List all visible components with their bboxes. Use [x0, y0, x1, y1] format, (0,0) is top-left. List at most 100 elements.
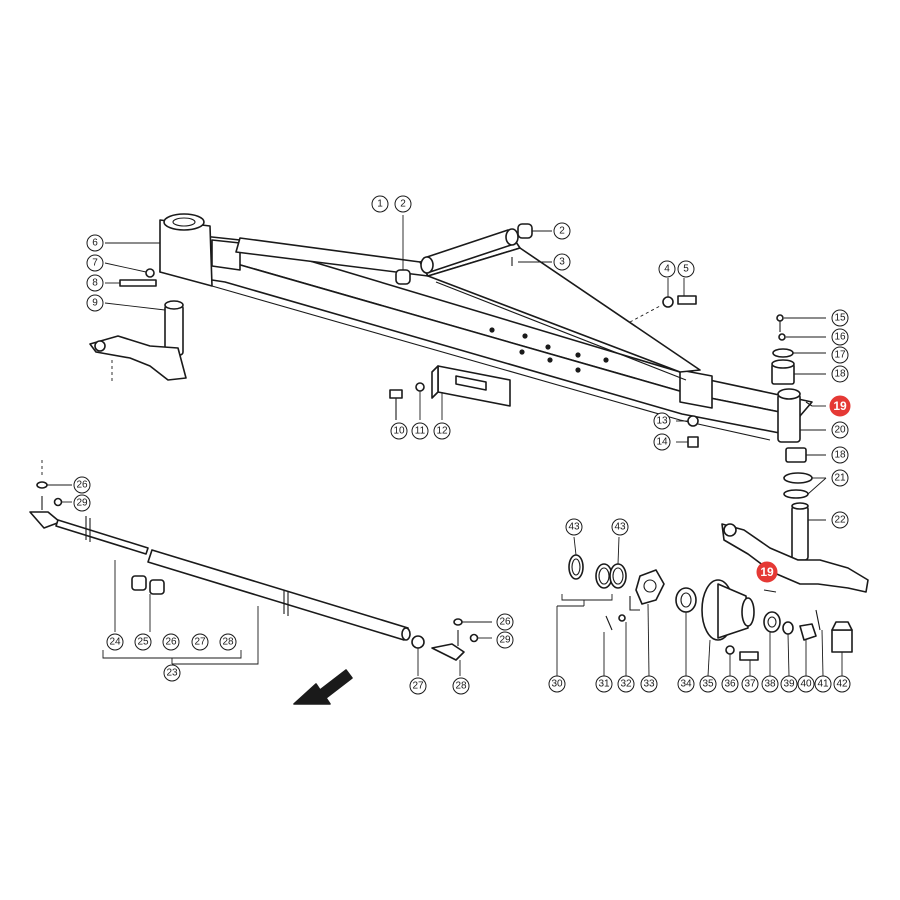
- svg-text:1: 1: [377, 199, 383, 210]
- radius-arm: [235, 228, 701, 381]
- svg-text:41: 41: [817, 679, 829, 690]
- svg-text:23: 23: [166, 668, 178, 679]
- callout-43: 43: [565, 518, 583, 536]
- callout-30: 30: [548, 675, 566, 693]
- svg-text:19: 19: [760, 565, 774, 579]
- callout-2: 2: [553, 222, 571, 240]
- callout-41: 41: [814, 675, 832, 693]
- svg-text:25: 25: [137, 637, 149, 648]
- svg-text:5: 5: [683, 264, 689, 275]
- callout-22: 22: [831, 511, 849, 529]
- svg-text:24: 24: [109, 637, 121, 648]
- callout-18: 18: [831, 446, 849, 464]
- svg-text:27: 27: [412, 681, 424, 692]
- callout-3: 3: [553, 253, 571, 271]
- callout-8: 8: [86, 274, 104, 292]
- svg-text:38: 38: [764, 679, 776, 690]
- svg-text:28: 28: [455, 681, 467, 692]
- svg-text:9: 9: [92, 298, 98, 309]
- svg-text:27: 27: [194, 637, 206, 648]
- bushing-2-right: [517, 223, 552, 239]
- svg-text:17: 17: [834, 350, 846, 361]
- grease-nipple-3: [511, 257, 552, 266]
- svg-text:18: 18: [834, 369, 846, 380]
- callout-33: 33: [640, 675, 658, 693]
- svg-text:36: 36: [724, 679, 736, 690]
- callout-28: 28: [219, 633, 237, 651]
- washer-4-bolt-5: [662, 278, 697, 308]
- callout-29: 29: [73, 494, 91, 512]
- nut-13-bolt-14: [676, 415, 699, 448]
- svg-text:15: 15: [834, 313, 846, 324]
- callout-20: 20: [831, 421, 849, 439]
- callout-18: 18: [831, 365, 849, 383]
- svg-text:8: 8: [92, 278, 98, 289]
- callout-42: 42: [833, 675, 851, 693]
- svg-text:40: 40: [800, 679, 812, 690]
- svg-text:33: 33: [643, 679, 655, 690]
- callout-7: 7: [86, 254, 104, 272]
- callout-31: 31: [595, 675, 613, 693]
- callout-19-highlighted: 19: [756, 561, 778, 583]
- callout-39: 39: [780, 675, 798, 693]
- callout-10: 10: [390, 422, 408, 440]
- left-side-parts: [89, 242, 187, 384]
- svg-text:13: 13: [656, 416, 668, 427]
- callout-26: 26: [73, 476, 91, 494]
- callout-6: 6: [86, 234, 104, 252]
- svg-text:39: 39: [783, 679, 795, 690]
- svg-text:6: 6: [92, 238, 98, 249]
- svg-text:26: 26: [499, 617, 511, 628]
- svg-text:3: 3: [559, 257, 565, 268]
- callout-26: 26: [496, 613, 514, 631]
- svg-text:16: 16: [834, 332, 846, 343]
- svg-text:28: 28: [222, 637, 234, 648]
- svg-text:7: 7: [92, 258, 98, 269]
- svg-text:34: 34: [680, 679, 692, 690]
- svg-text:10: 10: [393, 426, 405, 437]
- callout-5: 5: [677, 260, 695, 278]
- callout-17: 17: [831, 346, 849, 364]
- tie-rod-assembly: [29, 460, 492, 705]
- callout-38: 38: [761, 675, 779, 693]
- hub-assembly: [556, 536, 853, 677]
- callout-43: 43: [611, 518, 629, 536]
- svg-text:43: 43: [614, 522, 626, 533]
- svg-text:4: 4: [664, 264, 670, 275]
- callout-25: 25: [134, 633, 152, 651]
- callout-14: 14: [653, 433, 671, 451]
- svg-text:37: 37: [744, 679, 756, 690]
- svg-text:20: 20: [834, 425, 846, 436]
- callout-34: 34: [677, 675, 695, 693]
- svg-text:26: 26: [76, 480, 88, 491]
- svg-text:43: 43: [568, 522, 580, 533]
- callout-21: 21: [831, 469, 849, 487]
- callout-26: 26: [162, 633, 180, 651]
- callout-27: 27: [409, 677, 427, 695]
- svg-text:18: 18: [834, 450, 846, 461]
- callout-2: 2: [394, 195, 412, 213]
- svg-text:21: 21: [834, 473, 846, 484]
- callout-23: 23: [163, 664, 181, 682]
- callout-12: 12: [433, 422, 451, 440]
- svg-text:11: 11: [415, 426, 426, 437]
- svg-text:2: 2: [559, 226, 565, 237]
- callout-4: 4: [658, 260, 676, 278]
- svg-text:29: 29: [76, 498, 88, 509]
- svg-text:26: 26: [165, 637, 177, 648]
- svg-text:30: 30: [551, 679, 563, 690]
- bolt-10-washer-11: [389, 382, 425, 420]
- callout-1: 1: [371, 195, 389, 213]
- right-kingpin-stack: [721, 314, 869, 593]
- callout-27: 27: [191, 633, 209, 651]
- svg-text:2: 2: [400, 199, 406, 210]
- svg-text:19: 19: [833, 399, 847, 413]
- svg-text:35: 35: [702, 679, 714, 690]
- bushing-2-left: [395, 215, 411, 285]
- mounting-plate-12: [431, 365, 511, 420]
- axle-beam: [159, 213, 813, 441]
- svg-text:29: 29: [499, 635, 511, 646]
- callout-36: 36: [721, 675, 739, 693]
- svg-text:22: 22: [834, 515, 846, 526]
